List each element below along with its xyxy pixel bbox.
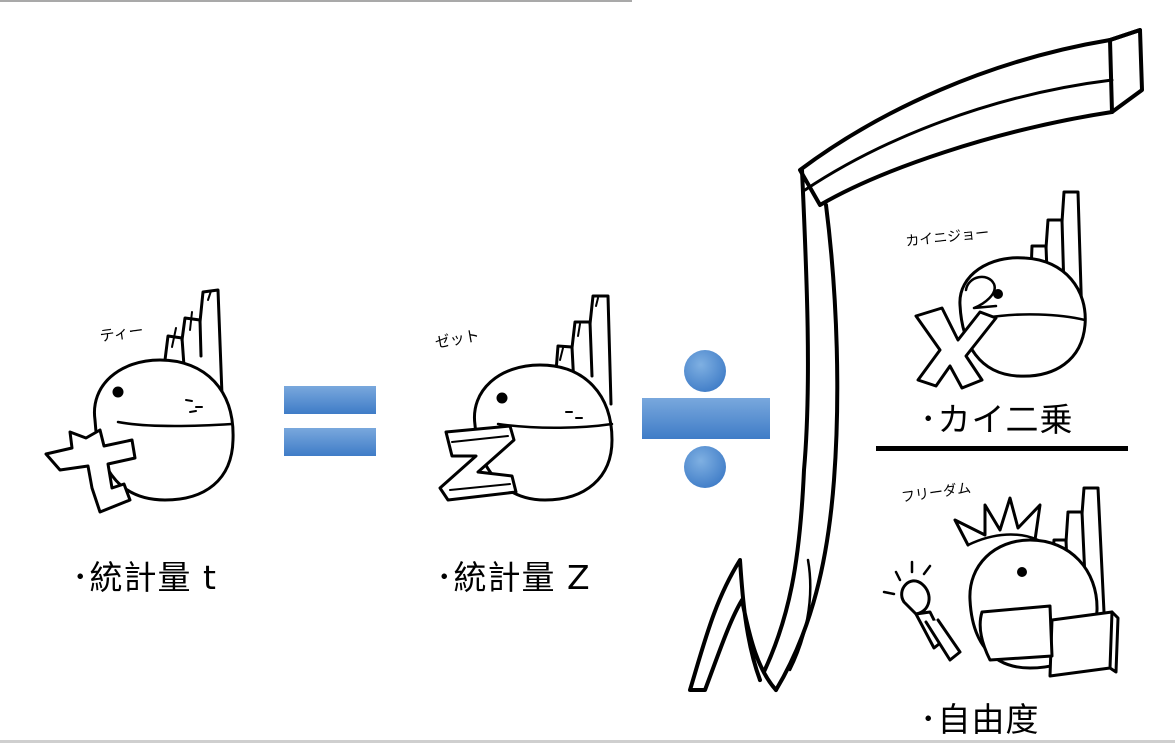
z-statistic-label: ･統計量 Z bbox=[436, 558, 591, 597]
freedom-caption: フリーダム bbox=[900, 480, 972, 506]
chi-caption: カイニジョー bbox=[905, 225, 990, 250]
t-statistic-label: ･統計量 t bbox=[72, 558, 217, 597]
fraction-bar bbox=[876, 446, 1128, 451]
degrees-of-freedom-label: ･自由度 bbox=[920, 700, 1040, 739]
top-border bbox=[0, 0, 632, 2]
equals-sign bbox=[284, 386, 376, 456]
bottom-border bbox=[0, 740, 1175, 743]
z-caption: ゼット bbox=[434, 326, 481, 352]
chi-square-character bbox=[914, 190, 1087, 390]
division-sign bbox=[642, 350, 770, 488]
z-character bbox=[438, 294, 614, 502]
t-caption: ティー bbox=[99, 321, 145, 345]
square-root-sign bbox=[688, 28, 1144, 692]
t-character bbox=[44, 288, 235, 514]
chi-square-label: ･カイ二乗 bbox=[920, 400, 1074, 439]
freedom-character bbox=[882, 486, 1120, 678]
